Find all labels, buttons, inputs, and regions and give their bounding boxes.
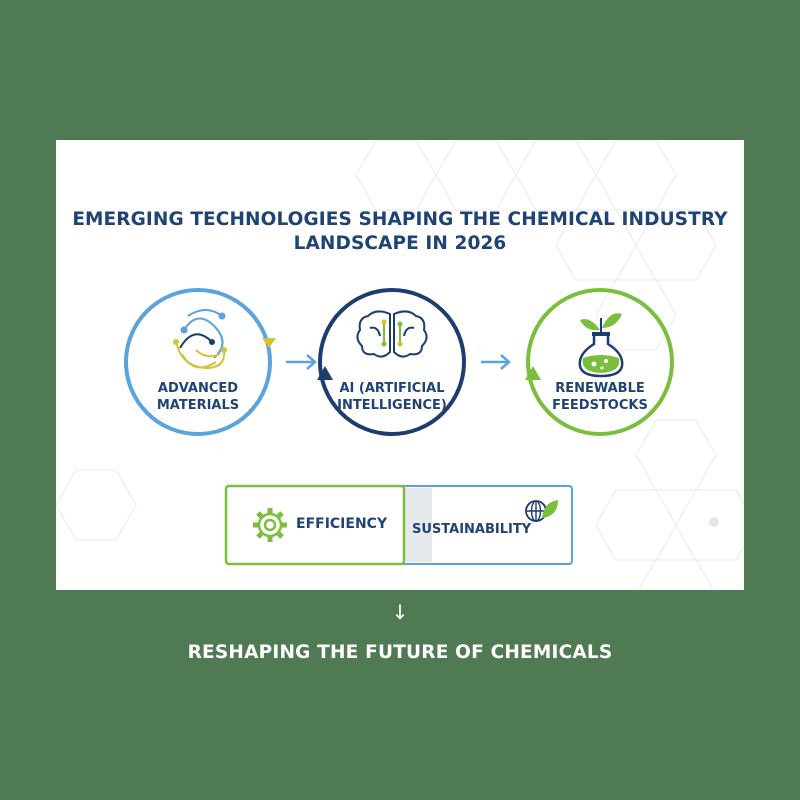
node-label-line: FEEDSTOCKS (552, 398, 648, 413)
node-ring-advanced-materials (124, 288, 272, 436)
outcome-box (224, 484, 573, 566)
gear-icon (253, 508, 287, 542)
node-ring-renewable (526, 288, 674, 436)
plant-flask-icon (578, 313, 624, 378)
brain-circuit-icon (356, 310, 428, 358)
node-label-advanced-materials: ADVANCED MATERIALS (138, 380, 258, 414)
node-renewable-feedstocks (525, 288, 674, 436)
node-label-line: ADVANCED (157, 381, 239, 396)
node-label-line: RENEWABLE (555, 381, 645, 396)
node-advanced-materials (124, 288, 276, 436)
efficiency-label: EFFICIENCY (296, 516, 388, 532)
footer-tagline: RESHAPING THE FUTURE OF CHEMICALS (187, 642, 613, 663)
page-title: EMERGING TECHNOLOGIES SHAPING THE CHEMIC… (56, 208, 744, 256)
globe-leaf-icon (525, 500, 558, 522)
efficiency-frame (224, 484, 406, 566)
down-arrow-icon: ↓ (391, 600, 409, 624)
ring-arrowhead-yellow (262, 338, 276, 348)
node-label-ai: AI (ARTIFICIAL INTELLIGENCE) (332, 380, 452, 414)
ring-arrowhead-navy (317, 366, 333, 380)
infographic-card: EMERGING TECHNOLOGIES SHAPING THE CHEMIC… (56, 140, 744, 590)
node-label-line: AI (ARTIFICIAL (339, 381, 445, 396)
ring-arrowhead-green (525, 366, 541, 380)
node-label-line: MATERIALS (156, 398, 240, 413)
technology-flow-diagram (124, 288, 674, 566)
connector-arrow-2 (481, 354, 511, 370)
material-lattice-icon (173, 309, 227, 370)
divider-shadow (404, 488, 432, 562)
sustainability-label: SUSTAINABILITY (412, 522, 532, 537)
node-label-renewable-feedstocks: RENEWABLE FEEDSTOCKS (540, 380, 660, 414)
node-ai (317, 288, 466, 436)
connector-arrow-1 (286, 354, 317, 370)
title-line-1: EMERGING TECHNOLOGIES SHAPING THE CHEMIC… (72, 209, 728, 230)
title-line-2: LANDSCAPE IN 2026 (293, 233, 507, 254)
node-label-line: INTELLIGENCE) (337, 398, 447, 413)
node-ring-ai (318, 288, 466, 436)
